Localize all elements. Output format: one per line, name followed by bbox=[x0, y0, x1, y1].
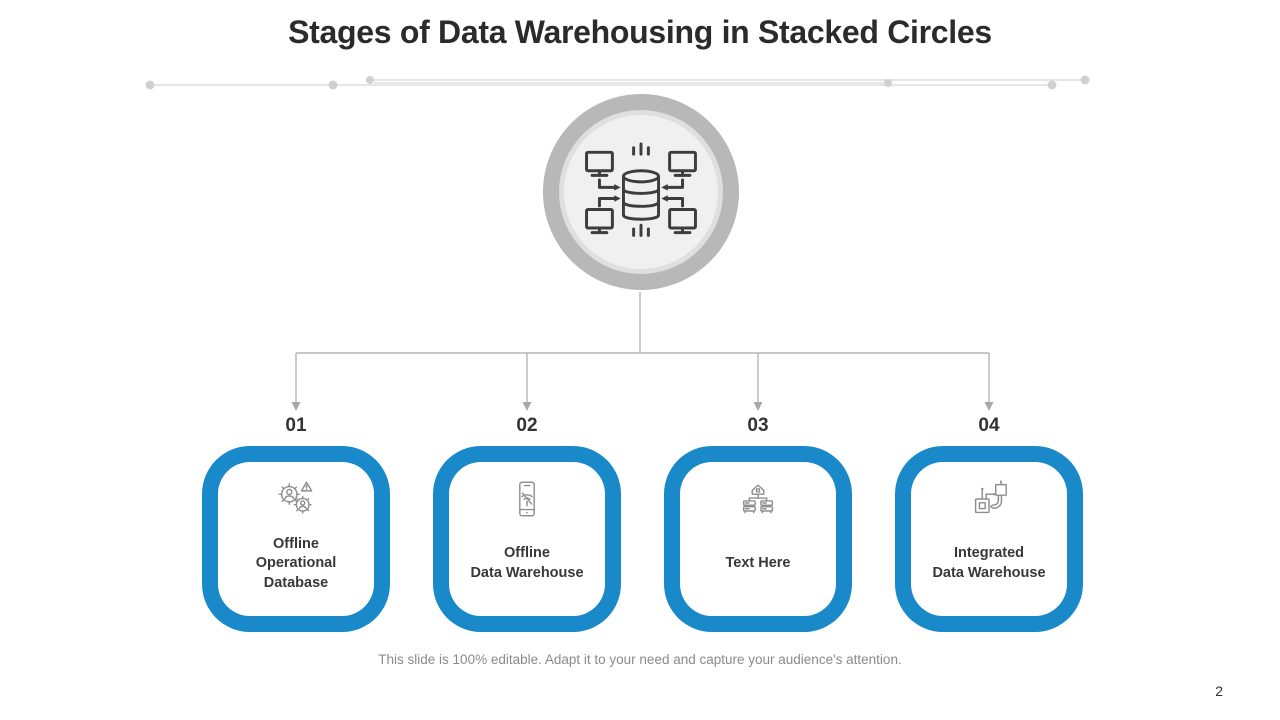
stage-card-03: 03 bbox=[664, 413, 852, 632]
stage-card-frame: Offline Operational Database bbox=[202, 446, 390, 632]
decorative-divider-line bbox=[145, 75, 1090, 90]
stage-card-frame: Integrated Data Warehouse bbox=[895, 446, 1083, 632]
stage-card-04: 04 bbox=[895, 413, 1083, 632]
stage-card-01: 01 bbox=[202, 413, 390, 632]
stage-card-body: Integrated Data Warehouse bbox=[911, 462, 1067, 616]
stage-number: 01 bbox=[285, 415, 307, 436]
stage-number: 04 bbox=[978, 415, 1000, 436]
stage-card-frame: Text Here bbox=[664, 446, 852, 632]
stage-card-body: Offline Operational Database bbox=[218, 462, 374, 616]
stage-card-body: Text Here bbox=[680, 462, 836, 616]
smartphone-offline-icon bbox=[519, 481, 535, 517]
stage-label: Integrated Data Warehouse bbox=[932, 545, 1046, 581]
stage-label: Text Here bbox=[725, 555, 791, 572]
hub-circle bbox=[543, 94, 739, 290]
gears-users-alert-icon bbox=[278, 481, 313, 514]
page-title: Stages of Data Warehousing in Stacked Ci… bbox=[288, 14, 992, 50]
stage-number: 03 bbox=[747, 415, 769, 436]
stage-card-body: Offline Data Warehouse bbox=[449, 462, 605, 616]
stage-card-02: 02 bbox=[433, 413, 621, 632]
stage-number: 02 bbox=[516, 415, 538, 436]
editable-note: This slide is 100% editable. Adapt it to… bbox=[378, 652, 902, 667]
stage-label: Offline Data Warehouse bbox=[470, 545, 584, 581]
warehouse-network-icon bbox=[742, 484, 774, 514]
database-network-icon bbox=[585, 142, 697, 237]
integrated-circuit-icon bbox=[974, 480, 1007, 514]
hub-circle-inner bbox=[559, 110, 723, 274]
stage-card-frame: Offline Data Warehouse bbox=[433, 446, 621, 632]
page-number: 2 bbox=[1215, 683, 1223, 699]
stage-label: Offline Operational Database bbox=[255, 535, 337, 591]
connector-lines bbox=[291, 292, 994, 411]
